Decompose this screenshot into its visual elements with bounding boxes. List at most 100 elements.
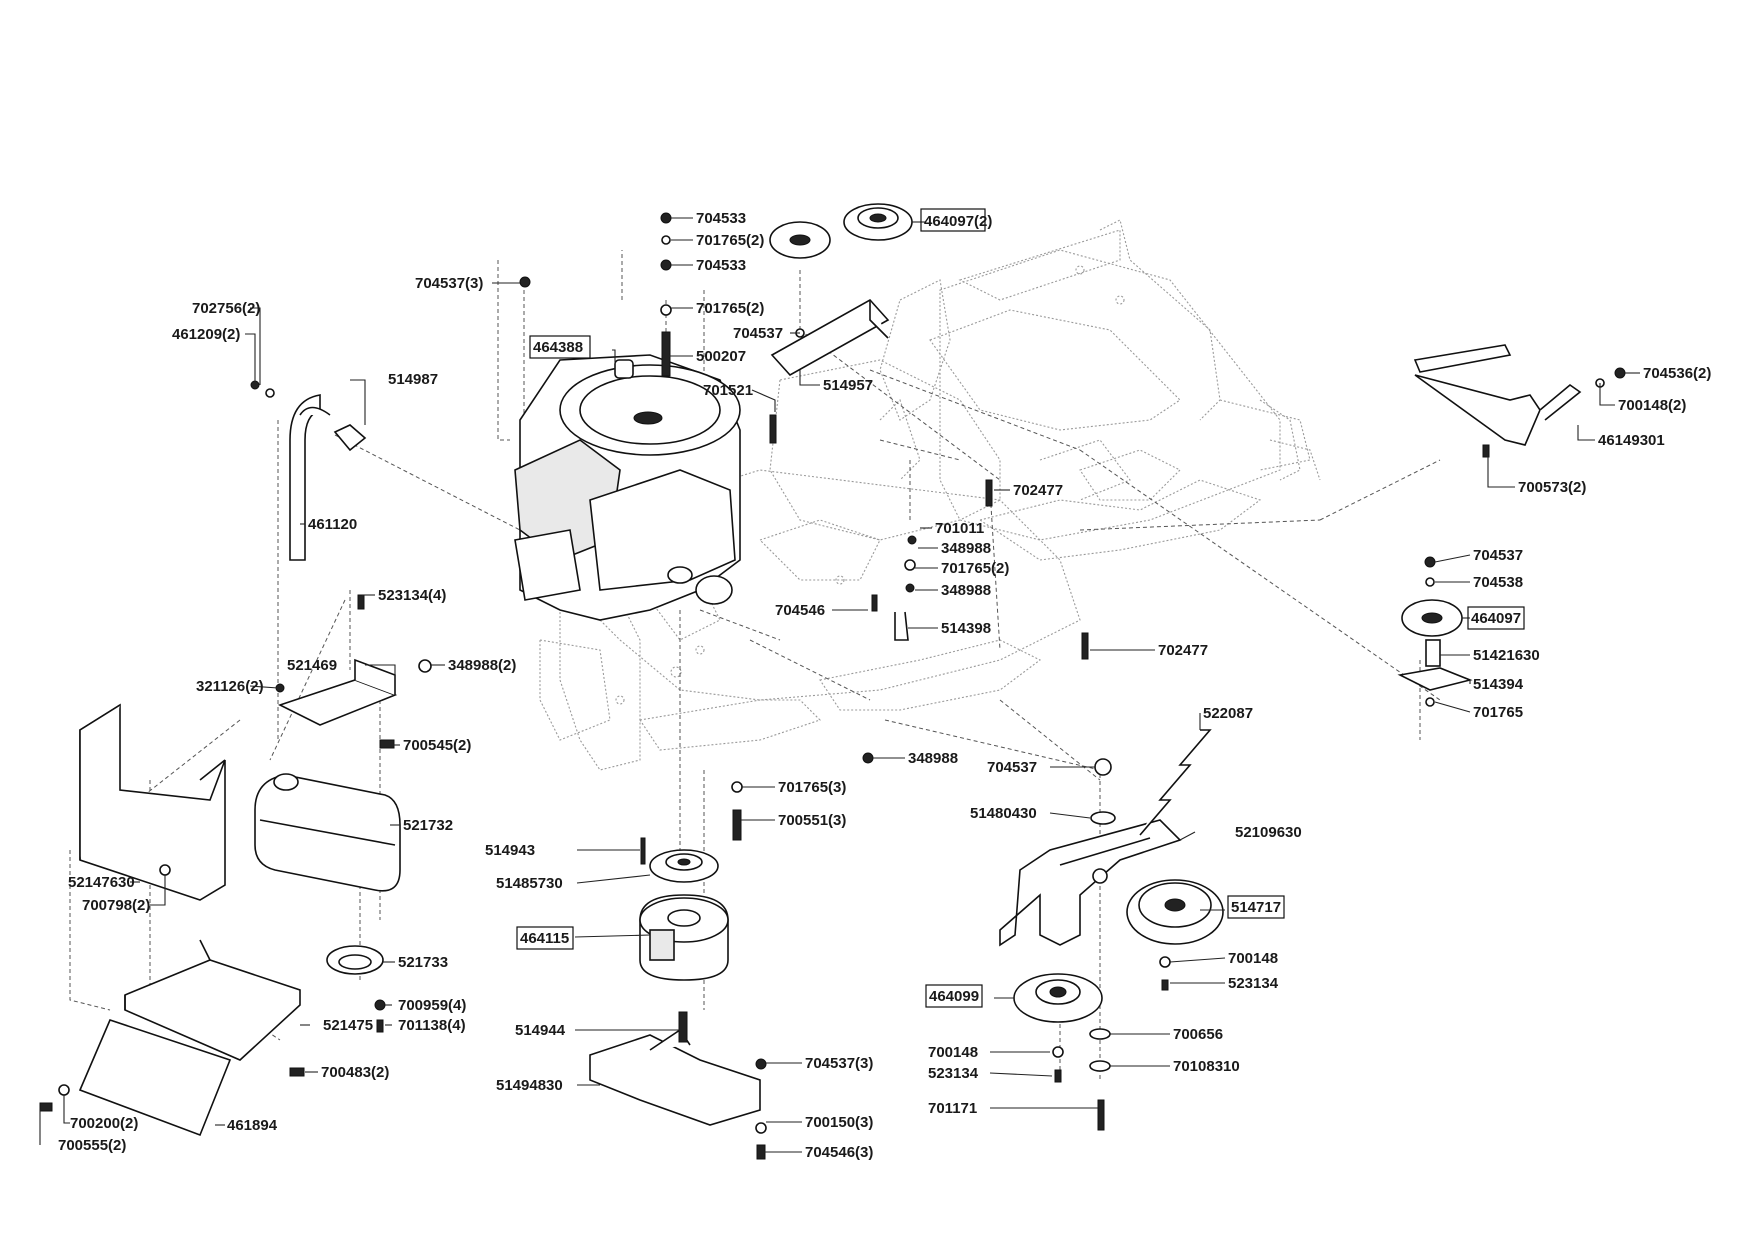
label-701765-2-c: 701765(2)	[941, 560, 1009, 577]
label-521469: 521469	[287, 657, 337, 674]
label-704536-2: 704536(2)	[1643, 365, 1711, 382]
label-700555-2: 700555(2)	[58, 1137, 126, 1154]
label-700959-4: 700959(4)	[398, 997, 466, 1014]
spring-522087	[1139, 729, 1212, 836]
label-704533-b: 704533	[696, 257, 746, 274]
label-702477-b: 702477	[1158, 642, 1208, 659]
pulley-514717	[1126, 879, 1224, 945]
label-700150-3: 700150(3)	[805, 1114, 873, 1131]
label-701011: 701011	[935, 520, 984, 537]
label-701765-a: 701765	[1473, 704, 1523, 721]
label-700656: 700656	[1173, 1026, 1223, 1043]
hardware-fasteners	[39, 212, 1626, 1160]
label-701765-2-b: 701765(2)	[696, 300, 764, 317]
bracket-521469	[277, 658, 398, 726]
label-514943: 514943	[485, 842, 535, 859]
part-labels: 704533 701765(2) 704533 464097(2) 704537…	[58, 210, 1711, 1161]
label-464099: 464099	[929, 988, 979, 1005]
label-461894: 461894	[227, 1117, 278, 1134]
spacer-51421630	[1425, 639, 1441, 667]
pulley-51485730	[649, 849, 719, 883]
label-700573-2: 700573(2)	[1518, 479, 1586, 496]
label-boxes	[516, 208, 1525, 1008]
label-701765-3: 701765(3)	[778, 779, 846, 796]
label-514987: 514987	[388, 371, 438, 388]
label-51421630: 51421630	[1473, 647, 1540, 664]
label-51494830: 51494830	[496, 1077, 563, 1094]
label-464388: 464388	[533, 339, 583, 356]
label-700551-3: 700551(3)	[778, 812, 846, 829]
clutch-bracket-51494830	[589, 1028, 761, 1126]
pulley-464097-top	[843, 203, 913, 241]
label-700148-2: 700148(2)	[1618, 397, 1686, 414]
label-348988-c: 348988	[908, 750, 958, 767]
label-704537-b: 704537	[1473, 547, 1523, 564]
label-461209-2: 461209(2)	[172, 326, 240, 343]
label-348988-2: 348988(2)	[448, 657, 516, 674]
label-500207: 500207	[696, 348, 746, 365]
label-523134-4: 523134(4)	[378, 587, 446, 604]
label-51480430: 51480430	[970, 805, 1037, 822]
label-701521: 701521	[703, 382, 753, 399]
label-521732: 521732	[403, 817, 453, 834]
label-521733: 521733	[398, 954, 448, 971]
label-704537-a: 704537	[733, 325, 783, 342]
label-700483-2: 700483(2)	[321, 1064, 389, 1081]
exhaust-pipe-461120	[289, 394, 331, 561]
label-700798-2: 700798(2)	[82, 897, 150, 914]
gasket-514987	[333, 424, 367, 452]
label-701138-4: 701138(4)	[398, 1017, 466, 1034]
label-461120: 461120	[308, 516, 357, 533]
deflector-461894	[78, 1019, 232, 1137]
label-704538: 704538	[1473, 574, 1523, 591]
label-704533-a: 704533	[696, 210, 746, 227]
label-700148-b: 700148	[928, 1044, 978, 1061]
label-523134-b: 523134	[928, 1065, 979, 1082]
bracket-514957	[770, 298, 890, 377]
leader-lines	[39, 217, 1640, 1153]
label-514944: 514944	[515, 1022, 566, 1039]
label-701765-2-a: 701765(2)	[696, 232, 764, 249]
label-704537-3-b: 704537(3)	[805, 1055, 873, 1072]
electric-clutch-464115	[639, 894, 729, 981]
label-348988-b: 348988	[941, 582, 991, 599]
engine	[514, 354, 741, 621]
clamp-521733	[326, 945, 384, 975]
heat-shield-52147630	[79, 703, 226, 901]
label-700148-a: 700148	[1228, 950, 1278, 967]
bracket-46149301	[1413, 344, 1582, 446]
label-523134-a: 523134	[1228, 975, 1279, 992]
label-700545-2: 700545(2)	[403, 737, 471, 754]
label-702756-2: 702756(2)	[192, 300, 260, 317]
label-514957: 514957	[823, 377, 873, 394]
pulley-464099	[1013, 973, 1103, 1023]
label-521475: 521475	[323, 1017, 373, 1034]
deflector-521475	[124, 939, 301, 1061]
label-348988-a: 348988	[941, 540, 991, 557]
muffler-521732	[254, 773, 401, 892]
label-704546: 704546	[775, 602, 825, 619]
label-704537-c: 704537	[987, 759, 1037, 776]
label-702477-a: 702477	[1013, 482, 1063, 499]
label-701171: 701171	[928, 1100, 977, 1117]
label-514398: 514398	[941, 620, 991, 637]
tractor-frame-outline	[539, 219, 1321, 771]
label-700200-2: 700200(2)	[70, 1115, 138, 1132]
label-464097: 464097	[1471, 610, 1521, 627]
label-51485730: 51485730	[496, 875, 563, 892]
tensioner-arm-52109630	[999, 819, 1182, 947]
label-704537-3-a: 704537(3)	[415, 275, 483, 292]
label-321126-2: 321126(2)	[196, 678, 264, 695]
label-464115: 464115	[520, 930, 569, 947]
label-70108310: 70108310	[1173, 1058, 1240, 1075]
label-52109630: 52109630	[1235, 824, 1302, 841]
label-522087: 522087	[1203, 705, 1253, 722]
label-514394: 514394	[1473, 676, 1524, 693]
label-704546-3: 704546(3)	[805, 1144, 873, 1161]
label-46149301: 46149301	[1598, 432, 1665, 449]
label-464097-2: 464097(2)	[924, 213, 992, 230]
bracket-514394	[1397, 667, 1473, 691]
label-52147630: 52147630	[68, 874, 135, 891]
pulley-464097-right	[1401, 599, 1463, 637]
